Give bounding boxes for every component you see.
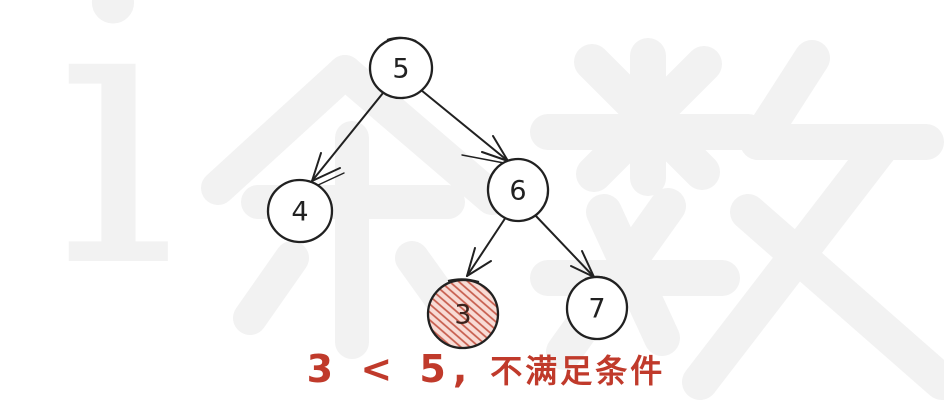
node-label-5: 5 [392,54,409,85]
node-label-7: 7 [588,294,605,325]
tree-node-5: 5 [368,36,434,100]
tree-node-6: 6 [486,157,550,223]
edge-6-3 [466,216,507,277]
node-label-6: 6 [509,176,526,207]
tree-node-7: 7 [565,275,629,341]
tree-node-4: 4 [266,178,334,244]
caption-formula: 3 < 5, [306,347,475,391]
tree-node-3-highlighted: 3 [426,278,500,350]
edge-5-4 [311,92,384,187]
edge-5-6 [420,89,509,164]
edge-6-7 [534,214,595,278]
caption-note: 不满足条件 [490,352,666,390]
caption: 3 < 5, 不满足条件 [0,346,944,392]
node-label-3: 3 [454,300,471,331]
node-label-4: 4 [291,197,308,228]
